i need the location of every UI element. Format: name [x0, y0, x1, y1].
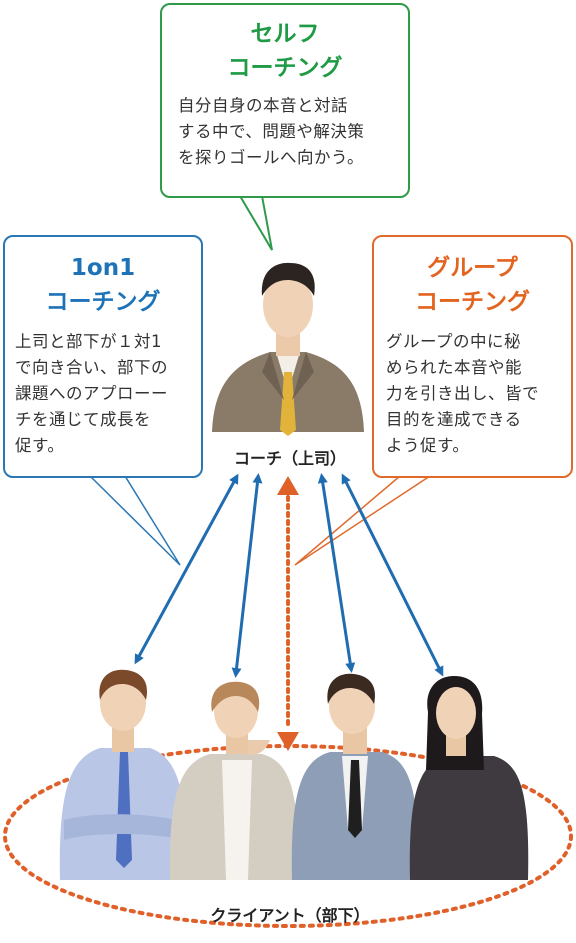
group-coaching-line-3: 力を引き出し、皆で [386, 384, 539, 403]
self-coaching-title-line1: セルフ [250, 21, 320, 47]
group-coaching-line-1: グループの中に秘 [386, 332, 522, 351]
oneonone-coaching-title-line1: 1on1 [70, 255, 136, 281]
client-figure-1 [59, 669, 187, 880]
client-figure-3 [291, 673, 419, 880]
coach-label: コーチ（上司） [233, 449, 346, 468]
group-coaching-title: グループ コーチング [374, 251, 571, 319]
oneonone-coaching-title: 1on1 コーチング [5, 251, 201, 319]
client-figure-2 [169, 681, 299, 880]
arrow-coach-client4 [341, 473, 444, 677]
arrow-coach-client1 [134, 473, 239, 665]
oneonone-coaching-line-3: 課題へのアプローー [15, 384, 168, 403]
self-coaching-title-line2: コーチング [227, 55, 343, 81]
dotted-arrow-head-down [277, 732, 299, 751]
group-coaching-line-2: められた本音や能 [386, 358, 522, 377]
oneonone-coaching-title-line2: コーチング [45, 289, 161, 315]
self-coaching-title: セルフ コーチング [162, 17, 408, 85]
group-coaching-line-5: よう促す。 [386, 436, 470, 455]
group-coaching-line-4: 目的を達成できる [386, 410, 522, 429]
oneonone-coaching-description: 上司と部下が１対1 で向き合い、部下の 課題へのアプローー チを通じて成長を 促… [5, 319, 201, 459]
oneonone-coaching-line-1: 上司と部下が１対1 [15, 332, 162, 351]
client-figure-4 [409, 676, 529, 880]
self-coaching-line-3: を探りゴールへ向かう。 [178, 148, 365, 167]
self-coaching-line-1: 自分自身の本音と対話 [178, 96, 348, 115]
group-coaching-title-line2: コーチング [415, 289, 530, 315]
self-coaching-line-2: する中で、問題や解決策 [178, 122, 365, 141]
oneonone-coaching-line-4: チを通じて成長を [15, 410, 151, 429]
oneonone-coaching-box: 1on1 コーチング 上司と部下が１対1 で向き合い、部下の 課題へのアプローー… [3, 235, 203, 478]
self-box-tail [239, 195, 273, 251]
client-group-ellipse [3, 744, 573, 928]
group-coaching-box: グループ コーチング グループの中に秘 められた本音や能 力を引き出し、皆で 目… [372, 235, 573, 478]
oneonone-coaching-line-5: 促す。 [15, 436, 65, 455]
client-label: クライアント（部下） [210, 906, 370, 925]
oneonone-coaching-line-2: で向き合い、部下の [15, 358, 168, 377]
dotted-arrow-head-up [277, 476, 299, 495]
group-coaching-description: グループの中に秘 められた本音や能 力を引き出し、皆で 目的を達成できる よう促… [374, 319, 571, 459]
arrow-coach-client2 [231, 473, 263, 678]
self-coaching-box: セルフ コーチング 自分自身の本音と対話 する中で、問題や解決策 を探りゴールへ… [160, 3, 410, 198]
group-coaching-title-line1: グループ [427, 255, 518, 281]
self-coaching-description: 自分自身の本音と対話 する中で、問題や解決策 を探りゴールへ向かう。 [162, 85, 408, 171]
